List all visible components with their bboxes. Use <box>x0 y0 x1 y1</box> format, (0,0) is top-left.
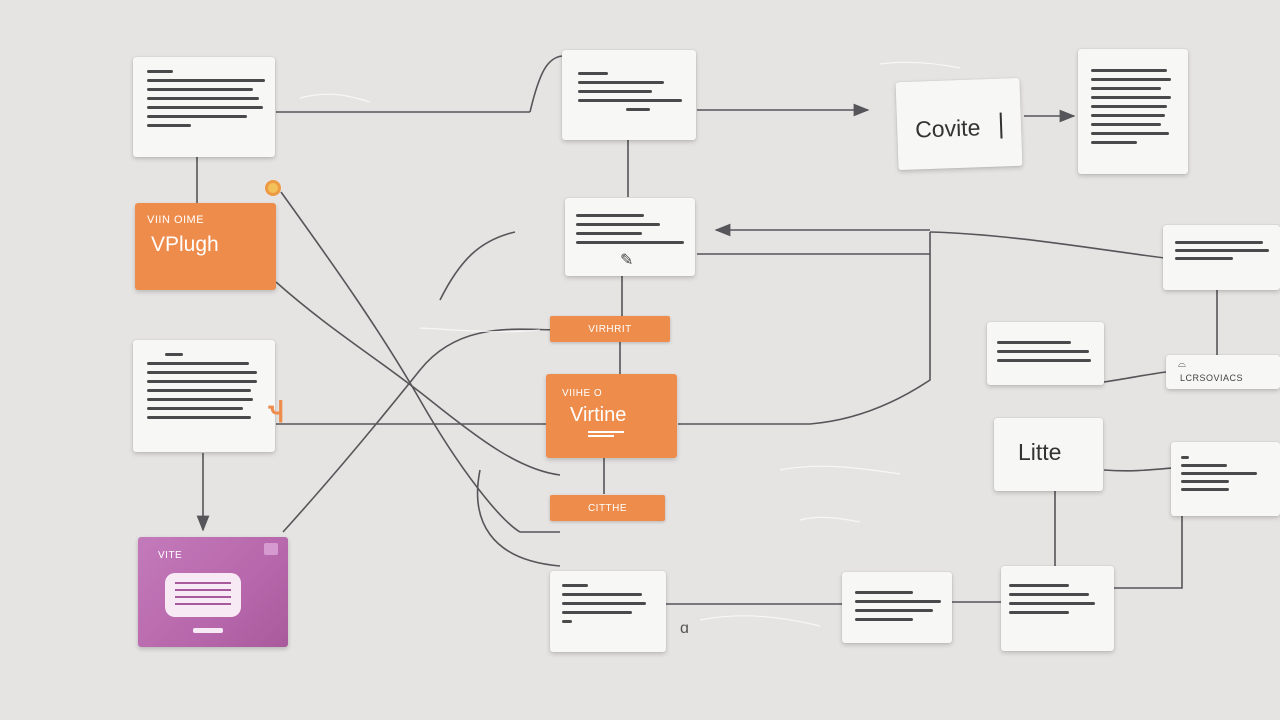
text-card-bottom-right[interactable] <box>1001 566 1114 651</box>
text-lines <box>1181 456 1257 496</box>
litte-label: Litte <box>1018 439 1062 465</box>
pen-icon: ɑ <box>680 620 689 637</box>
virtine-subtitle: VIIHE O <box>562 388 603 399</box>
text-lines <box>997 341 1091 368</box>
connector-line <box>1103 371 1167 383</box>
underline-mark <box>588 431 624 433</box>
vite-label: VITE <box>158 550 183 561</box>
pen-icon: ✎ <box>620 252 634 269</box>
decorative-stroke <box>699 615 821 627</box>
virtine-title: Virtine <box>570 404 627 426</box>
connector-line <box>929 231 1166 259</box>
text-cursor <box>999 112 1003 139</box>
citthe-tag[interactable]: CITTHE <box>550 495 665 521</box>
text-card-bottom-center-left[interactable] <box>550 571 666 652</box>
input-bar <box>193 628 223 633</box>
connector-line <box>678 254 931 425</box>
connector-line <box>529 55 563 113</box>
decorative-stroke <box>879 61 961 69</box>
text-card-center[interactable]: ✎ <box>565 198 695 276</box>
connector-line <box>282 328 561 533</box>
text-card-left-middle[interactable] <box>133 340 275 452</box>
text-card-bottom-center[interactable] <box>842 572 952 643</box>
vplugin-title: VPlugh <box>151 233 219 256</box>
text-lines <box>576 214 684 250</box>
virhrit-label: VIRHRIT <box>588 323 632 335</box>
virtine-node[interactable]: VIIHE O Virtine <box>546 374 677 458</box>
text-lines <box>1091 69 1171 150</box>
text-lines <box>147 70 265 133</box>
text-card-right-center[interactable] <box>987 322 1104 385</box>
connector-line <box>1103 467 1173 472</box>
text-lines <box>855 591 941 627</box>
lcrsoviacs-card[interactable]: ⌓ LCRSOVIACS <box>1166 355 1280 389</box>
vplugin-subtitle: VIIN OIME <box>147 214 205 226</box>
connector-line <box>1114 515 1183 589</box>
text-card-top-right[interactable] <box>1078 49 1188 174</box>
citthe-label: CITTHE <box>587 502 628 514</box>
text-card-right-lower[interactable] <box>1171 442 1280 516</box>
decorative-stroke <box>299 93 371 103</box>
decorative-stroke <box>799 516 861 523</box>
connector-handle-icon[interactable]: Ⴣ <box>268 398 284 428</box>
connector-line <box>439 231 516 301</box>
vplugin-node[interactable]: VIIN OIME VPlugh <box>135 203 276 290</box>
covite-card[interactable]: Covite <box>895 77 1023 171</box>
lcrsoviacs-label: LCRSOVIACS <box>1180 373 1244 383</box>
connector-line <box>697 232 931 255</box>
connector-line <box>280 191 560 533</box>
underline-mark <box>588 435 614 437</box>
connector-handle-icon[interactable] <box>265 180 281 196</box>
text-lines <box>1009 584 1095 620</box>
message-icon <box>165 573 241 617</box>
covite-label: Covite <box>914 114 981 143</box>
connector-line <box>275 281 561 476</box>
text-card-top-left[interactable] <box>133 57 275 157</box>
vite-node[interactable]: VITE <box>138 537 288 647</box>
text-lines <box>147 353 257 425</box>
connector-line <box>476 469 561 567</box>
text-card-top-center[interactable] <box>562 50 696 140</box>
decorative-stroke <box>419 327 541 333</box>
virhrit-tag[interactable]: VIRHRIT <box>550 316 670 342</box>
text-card-right-middle[interactable] <box>1163 225 1280 290</box>
small-tag-icon: ⌓ <box>1178 359 1186 370</box>
litte-card[interactable]: Litte <box>994 418 1103 491</box>
text-lines <box>1175 241 1269 265</box>
text-lines <box>562 584 646 629</box>
decorative-stroke <box>779 465 901 475</box>
text-lines <box>578 72 682 117</box>
corner-fold <box>264 543 278 555</box>
